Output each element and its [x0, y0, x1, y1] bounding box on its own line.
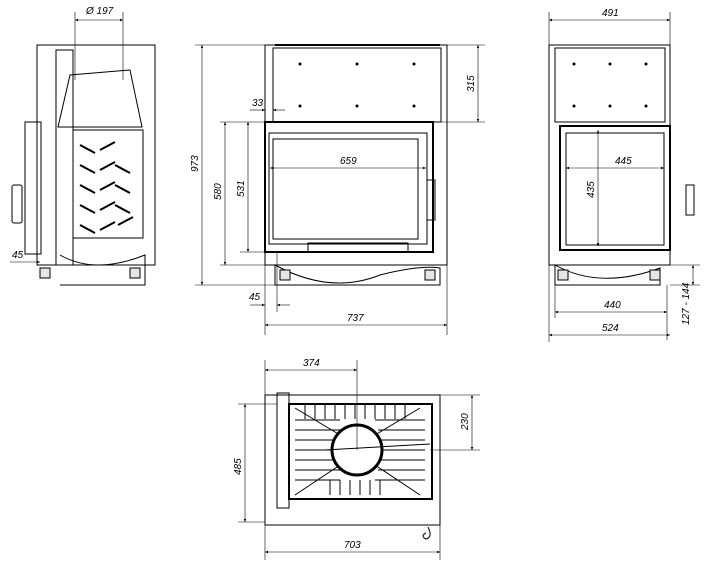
dim-top-depth: 485 [233, 458, 244, 475]
right-side-view: 491 445 435 440 524 127 - 144 [548, 8, 700, 342]
dim-leg-height: 127 - 144 [681, 282, 692, 325]
dim-side-offset: 45 [12, 250, 24, 261]
dim-flue-diameter: Ø 197 [85, 6, 114, 17]
dim-flue-offset-x: 374 [303, 358, 320, 369]
side-view: Ø 197 45 [10, 6, 156, 286]
front-door [264, 121, 434, 253]
dim-offset-top: 33 [252, 98, 264, 109]
front-glass [272, 138, 419, 240]
firebrick-pattern [72, 129, 144, 239]
dim-right-glass-height: 435 [586, 181, 597, 198]
dim-top-box-height: 315 [466, 75, 477, 92]
dim-right-depth-top: 491 [602, 8, 619, 19]
dim-total-height: 973 [190, 155, 201, 172]
dim-body-height: 580 [213, 183, 224, 200]
dim-glass-width: 659 [340, 156, 357, 167]
dim-glass-height: 531 [236, 180, 247, 197]
dim-offset-bottom: 45 [249, 292, 261, 303]
dim-flue-offset-y: 230 [460, 413, 471, 431]
dim-right-total-depth: 524 [602, 323, 619, 334]
dim-right-glass-width: 445 [615, 156, 632, 167]
top-view: 374 230 485 703 [233, 358, 480, 560]
dim-front-width: 737 [347, 313, 364, 324]
dim-top-width: 703 [344, 540, 361, 551]
dim-right-inner-depth: 440 [604, 300, 621, 311]
front-view: 973 580 531 33 659 315 45 737 [190, 44, 485, 335]
